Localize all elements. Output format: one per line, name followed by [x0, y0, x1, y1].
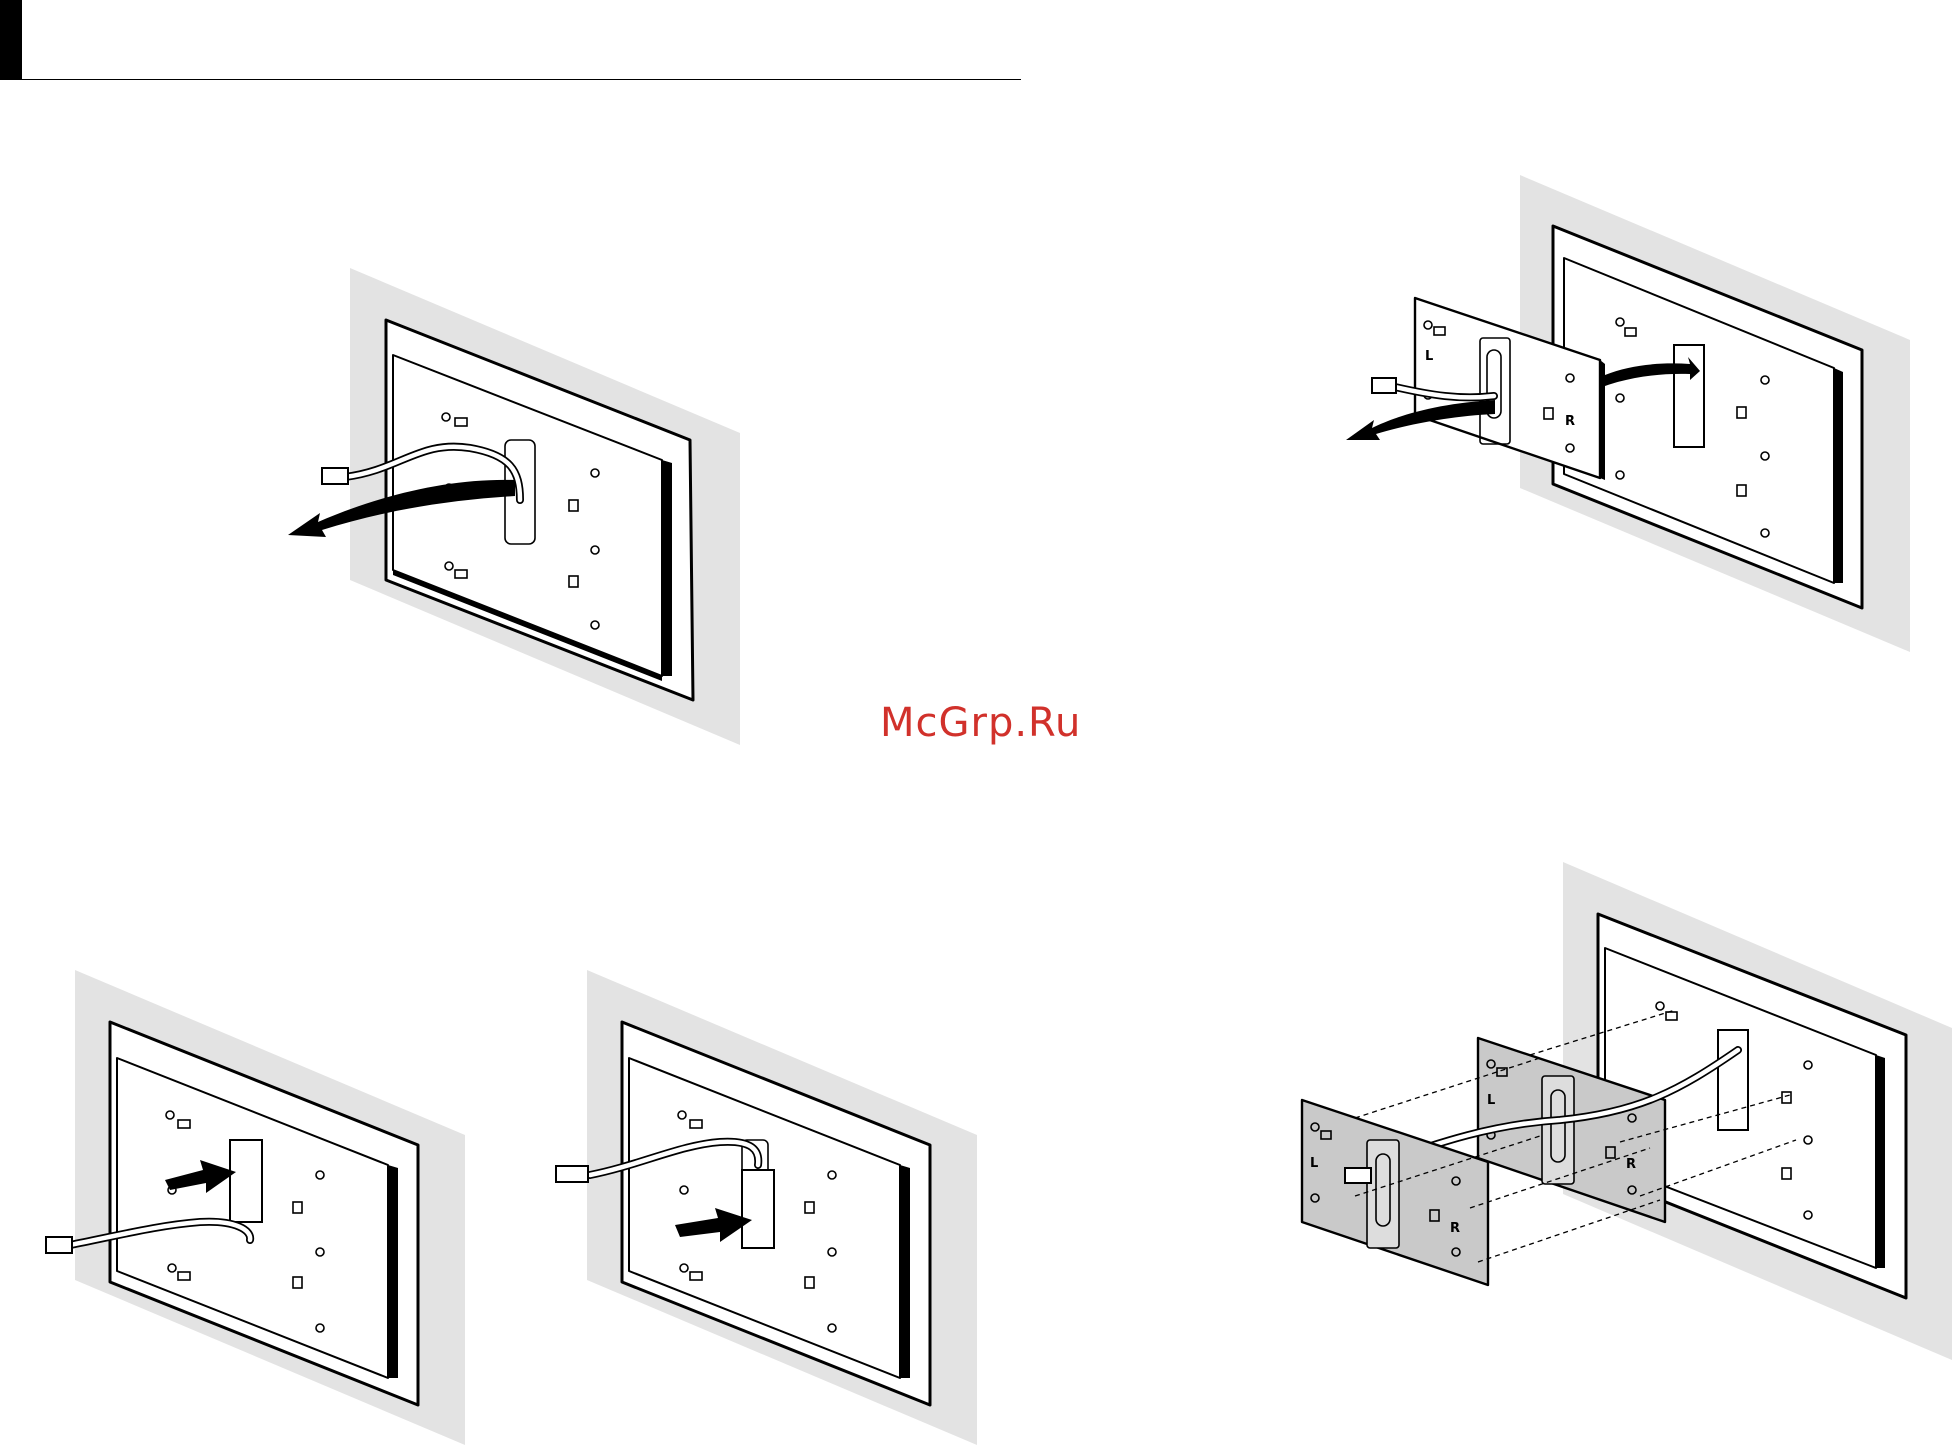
cable-connector	[1345, 1168, 1371, 1183]
front-plate-label-r: R	[1450, 1221, 1460, 1236]
unit-cable-slot	[1718, 1030, 1748, 1130]
watermark-text: McGrp.Ru	[880, 700, 1081, 746]
rear-plate-label-l: L	[1487, 1093, 1495, 1108]
rear-plate-label-r: R	[1626, 1157, 1636, 1172]
front-plate-label-l: L	[1310, 1156, 1318, 1171]
